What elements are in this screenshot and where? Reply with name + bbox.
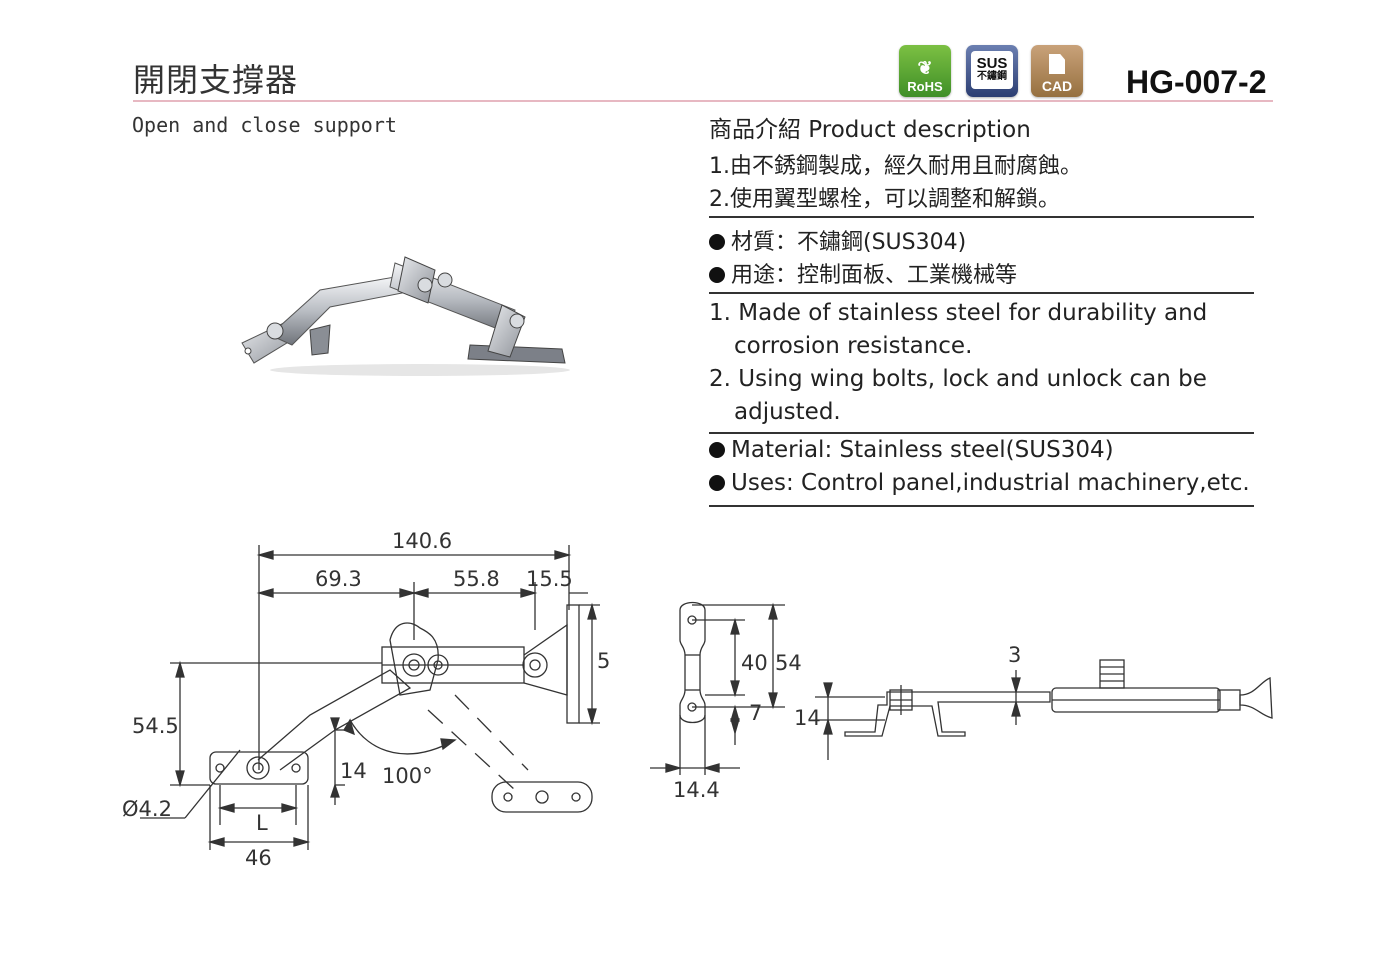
bullet-icon <box>709 234 725 250</box>
divider <box>709 432 1254 434</box>
en-point-2-line1: 2. Using wing bolts, lock and unlock can… <box>709 366 1207 392</box>
dim-top-offset: 14 <box>794 706 821 730</box>
page-title: 開閉支撐器 <box>133 61 299 99</box>
zh-spec-material: 材質：不鏽鋼(SUS304) <box>709 224 966 256</box>
sus-sublabel: 不鏽鋼 <box>977 71 1007 83</box>
front-view-drawing: 140.6 69.3 55.8 15.5 54 54.5 14 100° Ø4.… <box>122 529 610 870</box>
dim-offset: 14 <box>340 759 367 783</box>
en-point-1-line2: corrosion resistance. <box>734 333 973 359</box>
zh-point-2: 2.使用翼型螺栓，可以調整和解鎖。 <box>709 187 1060 212</box>
divider <box>709 505 1254 507</box>
model-number: HG-007-2 <box>1126 64 1267 100</box>
title-divider <box>133 100 1273 102</box>
rohs-label: RoHS <box>907 79 943 94</box>
bullet-icon <box>709 267 725 283</box>
dim-outer: 54 <box>775 651 802 675</box>
top-view-drawing: 3 14 <box>794 643 1273 760</box>
zh-point-1: 1.由不銹鋼製成，經久耐用且耐腐蝕。 <box>709 154 1082 179</box>
page-subtitle: Open and close support <box>132 113 397 137</box>
dim-seg-b: 55.8 <box>453 567 500 591</box>
dim-base-width: 46 <box>245 846 272 870</box>
document-icon <box>1049 54 1065 74</box>
description-heading: 商品介紹 Product description <box>709 117 1031 143</box>
dim-seg-c: 15.5 <box>526 567 573 591</box>
en-spec-uses: Uses: Control panel,industrial machinery… <box>709 470 1250 496</box>
rohs-badge: ❦ RoHS <box>899 45 951 97</box>
side-view-drawing: 40 54 7 14.4 <box>650 601 802 802</box>
dim-width: 14.4 <box>673 778 720 802</box>
dim-height: 54.5 <box>132 714 179 738</box>
sus-label: SUS <box>976 55 1008 73</box>
en-point-1-line1: 1. Made of stainless steel for durabilit… <box>709 300 1208 326</box>
dim-gap: 7 <box>749 701 762 725</box>
divider <box>709 292 1254 294</box>
dim-total-length: 140.6 <box>392 529 452 553</box>
dim-hole: Ø4.2 <box>122 797 172 821</box>
dim-seg-a: 69.3 <box>315 567 362 591</box>
en-spec-uses-text: Uses: Control panel,industrial machinery… <box>731 470 1250 496</box>
en-point-2-line2: adjusted. <box>734 399 841 425</box>
dim-base-len: L <box>256 811 268 835</box>
en-spec-material-text: Material: Stainless steel(SUS304) <box>731 437 1114 463</box>
bullet-icon <box>709 475 725 491</box>
sus-badge: SUS 不鏽鋼 <box>966 45 1018 97</box>
dim-inner: 40 <box>741 651 768 675</box>
dim-angle: 100° <box>382 764 433 788</box>
leaf-icon: ❦ <box>917 58 933 78</box>
zh-spec-material-text: 材質：不鏽鋼(SUS304) <box>731 230 967 255</box>
dim-plate-height: 54 <box>597 649 610 673</box>
product-photo <box>241 256 570 376</box>
cad-badge: CAD <box>1031 45 1083 97</box>
cad-label: CAD <box>1041 78 1073 94</box>
bullet-icon <box>709 442 725 458</box>
en-spec-material: Material: Stainless steel(SUS304) <box>709 437 1114 463</box>
dim-thickness: 3 <box>1008 643 1021 667</box>
zh-spec-uses: 用途：控制面板、工業機械等 <box>709 257 1017 289</box>
zh-spec-uses-text: 用途：控制面板、工業機械等 <box>731 263 1018 288</box>
divider <box>709 216 1254 218</box>
